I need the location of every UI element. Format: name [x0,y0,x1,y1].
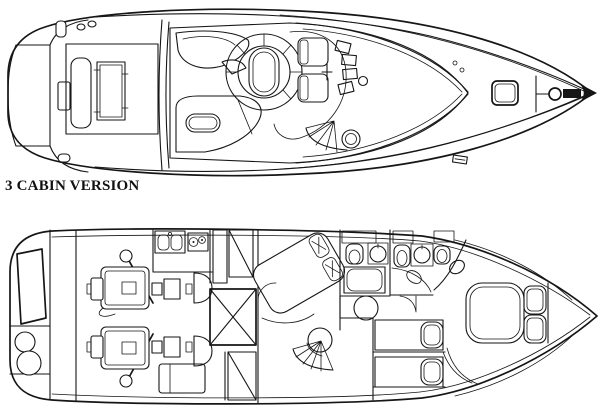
galley [152,229,259,404]
dinette-table [248,47,280,97]
bow-head [433,230,467,291]
toilet-icon [393,244,411,268]
sink-icon [449,259,465,275]
aft-berth [158,363,206,394]
shower-icon [343,266,386,294]
bed-icon [252,232,346,314]
cockpit [65,19,468,171]
transom-door [57,81,71,111]
windlass-icon [548,87,562,101]
figure-caption: 3 CABIN VERSION [5,178,140,194]
instrument-console [334,39,358,96]
round-table [353,295,379,321]
tank-round-1 [14,331,36,353]
cockpit-table [185,113,221,133]
hanging-locker [228,229,254,278]
twin-guest-cabin [339,295,446,401]
bidet [406,270,422,284]
deck-plan [7,8,597,177]
engine-icon [100,266,150,310]
cockpit-hatch [93,61,129,121]
companionway-stairs [292,295,379,372]
flybridge-sofa-forward [175,30,250,75]
flybridge-dinette [225,33,303,111]
engine-starboard [86,326,213,388]
toilet-icon [345,243,364,265]
fuel-tank-x-icon [209,288,257,346]
lower-deck-plan [9,228,598,405]
bed-icon [465,282,549,344]
sink-icon [367,242,389,265]
helm-station [273,30,369,140]
transom-storage [9,229,51,400]
cockpit-bench [70,57,92,129]
lower-locker [227,351,257,401]
deck-hatch-icon [491,80,519,106]
engine-port [86,249,213,317]
steering-column [321,63,333,81]
helm-seat-2 [297,73,329,103]
forward-cabin [442,239,573,397]
toilet-icon [433,245,451,265]
helm-seat-1 [297,37,329,67]
bed-icon [374,319,444,351]
tank-round-2 [16,350,42,376]
sink-icon [410,243,434,267]
head-compartments [339,229,434,319]
swim-platform [7,19,97,173]
engine-room [75,229,257,402]
master-cabin [252,232,346,324]
windshield [295,22,469,164]
stern-cleat [451,154,468,165]
flybridge-sunpad-aft [175,95,262,153]
hatched-ramp [16,248,47,325]
engine-icon [100,326,150,370]
sink-icon [154,230,186,254]
bed-icon [374,356,444,388]
galley-cabinet [212,229,228,284]
foredeck [452,60,597,113]
flybridge-stairs [305,120,361,153]
flybridge [169,22,469,164]
anchor-icon [563,84,597,102]
stove-icon [187,232,209,252]
